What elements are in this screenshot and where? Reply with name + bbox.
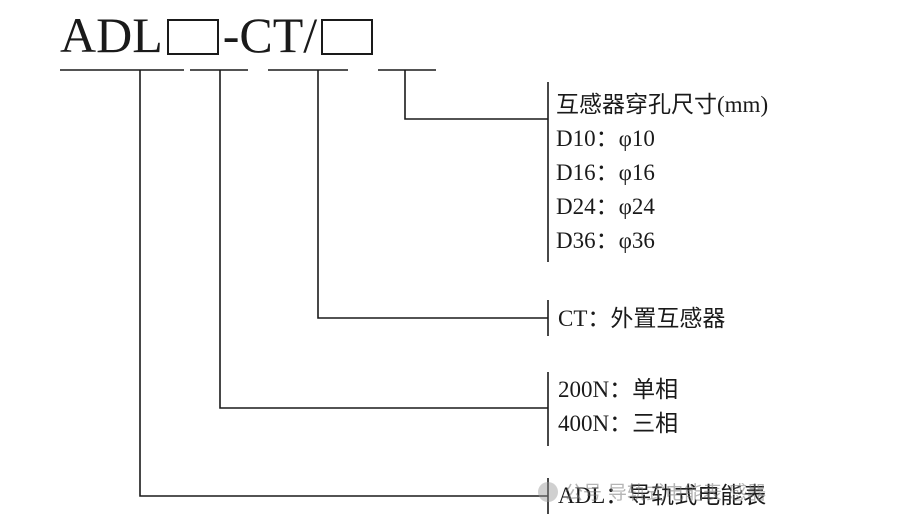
model-code: ADL -CT/ bbox=[60, 2, 377, 64]
connector-hole-size bbox=[404, 70, 548, 120]
type-group: ADL：导轨式电能表 bbox=[558, 479, 766, 513]
watermark: 公号 导轨式电能表 感器 bbox=[538, 478, 766, 505]
ct-option: CT：外置互感器 bbox=[558, 306, 726, 331]
watermark-text: 公号 导轨式电能表 感器 bbox=[564, 482, 767, 504]
hole-size-group: 互感器穿孔尺寸(mm) D10：φ10 D16：φ16 D24：φ24 D36：… bbox=[556, 88, 768, 258]
hole-size-placeholder-box bbox=[321, 19, 374, 55]
phase-group: 200N：单相 400N：三相 bbox=[558, 373, 678, 441]
model-middle: -CT/ bbox=[222, 7, 318, 63]
phase-placeholder-box bbox=[166, 19, 219, 55]
model-prefix: ADL bbox=[60, 7, 163, 63]
connector-phase bbox=[219, 70, 548, 409]
hole-size-option: D10：φ10 bbox=[556, 126, 655, 151]
type-option: ADL：导轨式电能表 bbox=[558, 483, 767, 508]
hole-size-title: 互感器穿孔尺寸(mm) bbox=[556, 92, 769, 117]
phase-option: 400N：三相 bbox=[558, 411, 679, 436]
hole-size-option: D36：φ36 bbox=[556, 228, 655, 253]
phase-option: 200N：单相 bbox=[558, 377, 679, 402]
hole-size-option: D24：φ24 bbox=[556, 194, 655, 219]
connector-type bbox=[139, 70, 548, 497]
connector-ct bbox=[317, 70, 548, 319]
ct-group: CT：外置互感器 bbox=[558, 302, 725, 336]
watermark-logo-icon bbox=[538, 481, 558, 502]
hole-size-option: D16：φ16 bbox=[556, 160, 655, 185]
